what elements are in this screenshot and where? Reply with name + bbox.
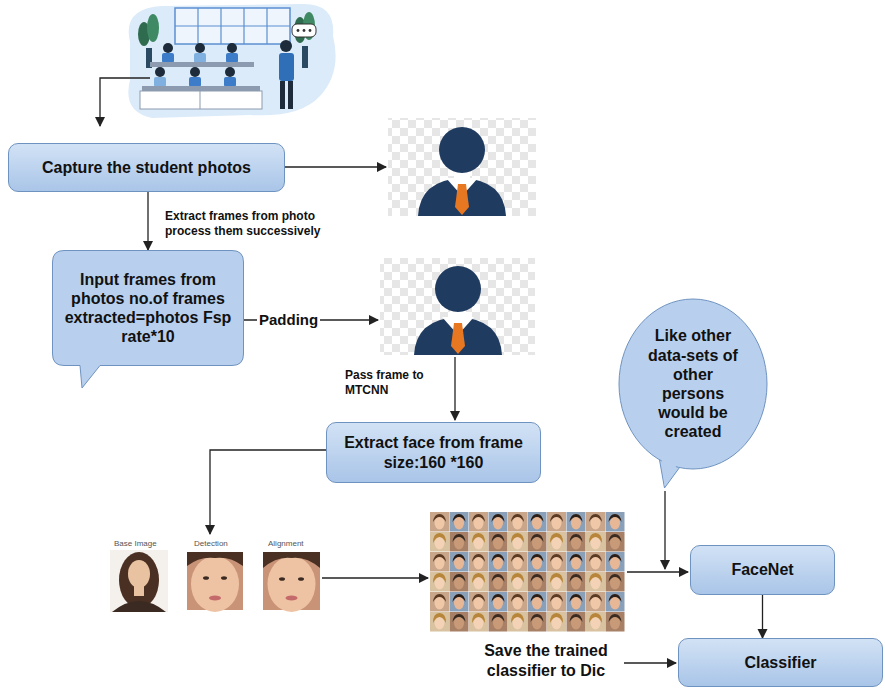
classroom-illustration <box>175 25 290 26</box>
leader-arrow <box>627 571 688 572</box>
leader-arrow <box>454 357 455 420</box>
leader-arrow <box>664 491 665 569</box>
classroom-illustration <box>200 91 201 109</box>
image-caption: Detection <box>194 539 228 549</box>
callout-box: Input frames from photos no.of frames ex… <box>52 250 244 366</box>
image-caption: Base Image <box>114 539 157 549</box>
classroom-illustration <box>163 43 173 53</box>
node-text: Extract face from frame size:160 *160 <box>336 433 531 471</box>
classroom-illustration <box>150 62 254 67</box>
classroom-illustration <box>302 46 308 68</box>
face-photo <box>209 596 221 601</box>
person-icon <box>418 127 506 216</box>
classroom-illustration <box>154 77 166 87</box>
face-photo <box>128 560 150 588</box>
classroom-illustration <box>280 40 292 52</box>
leader-arrow <box>285 166 386 167</box>
node-text: Input frames from photos no.of frames ex… <box>62 270 234 347</box>
classroom-illustration <box>175 8 290 44</box>
leader-arrow <box>100 78 150 126</box>
step-note: Extract frames from photo process them s… <box>165 209 343 239</box>
face-photo <box>268 556 316 612</box>
face-photo <box>134 586 144 596</box>
face-dataset-grid <box>430 512 625 632</box>
classroom-illustration <box>128 4 335 118</box>
node-text: Capture the student photos <box>18 158 275 177</box>
speech-bubble-outline <box>618 298 768 470</box>
face-photo <box>263 552 320 568</box>
callout-box-outline <box>52 250 244 366</box>
node-text: FaceNet <box>698 560 827 579</box>
callout-outline <box>53 251 244 389</box>
classroom-illustration <box>140 91 262 109</box>
classroom-illustration <box>288 81 293 109</box>
classroom-illustration <box>147 14 159 42</box>
classroom-illustration <box>189 77 201 87</box>
classroom-illustration <box>225 67 235 77</box>
face-photo <box>263 552 320 612</box>
face-photo <box>119 552 159 608</box>
step-note: Pass frame to MTCNN <box>345 368 447 398</box>
classroom-illustration <box>309 29 312 32</box>
classroom-illustration <box>303 29 306 32</box>
person-icon <box>380 258 535 355</box>
bubble-tail <box>660 444 681 486</box>
classroom-illustration <box>224 77 236 87</box>
face-photo <box>112 601 166 612</box>
leader-arrow <box>322 577 428 578</box>
classroom-illustration <box>190 67 200 77</box>
classroom-illustration <box>226 53 238 63</box>
node-text: Classifier <box>686 653 875 672</box>
classroom-illustration <box>279 53 294 81</box>
person-icon <box>380 258 535 355</box>
classroom-illustration <box>280 81 285 109</box>
face-photo <box>298 577 304 581</box>
person-icon <box>388 118 536 216</box>
classroom-illustration <box>194 53 206 63</box>
step-note: Padding <box>257 311 320 330</box>
leader-arrow <box>624 662 676 663</box>
person-icon <box>388 118 536 216</box>
face-photo <box>110 550 168 612</box>
flow-arrow <box>147 192 148 250</box>
process-box: Capture the student photos <box>8 143 285 192</box>
person-icon <box>414 266 502 355</box>
face-photo <box>187 552 243 566</box>
bubble-outline <box>619 299 767 469</box>
node-text: Like other data-sets of other persons wo… <box>642 326 744 441</box>
face-photo <box>279 577 285 581</box>
classroom-illustration <box>292 24 316 37</box>
classroom-illustration <box>162 53 174 63</box>
classroom-illustration <box>128 4 335 118</box>
process-box: FaceNet <box>690 545 835 595</box>
flow-arrow <box>762 595 763 638</box>
face-photo <box>110 550 168 612</box>
classroom-illustration <box>297 29 300 32</box>
step-note: Save the trained classifier to Dic <box>470 641 622 681</box>
face-photo <box>203 576 209 580</box>
classroom-illustration <box>195 43 205 53</box>
speech-bubble: Like other data-sets of other persons wo… <box>618 298 768 470</box>
leader-arrow <box>210 450 326 534</box>
classroom-illustration <box>155 67 165 77</box>
classroom-illustration <box>227 43 237 53</box>
face-photo <box>286 596 298 601</box>
face-photo <box>187 552 243 612</box>
process-box: Classifier <box>678 638 883 687</box>
classroom-illustration <box>142 86 260 91</box>
process-box: Extract face from frame size:160 *160 <box>326 422 541 483</box>
image-caption: Alignment <box>268 539 304 549</box>
face-photo <box>191 556 239 612</box>
face-photo <box>221 576 227 580</box>
